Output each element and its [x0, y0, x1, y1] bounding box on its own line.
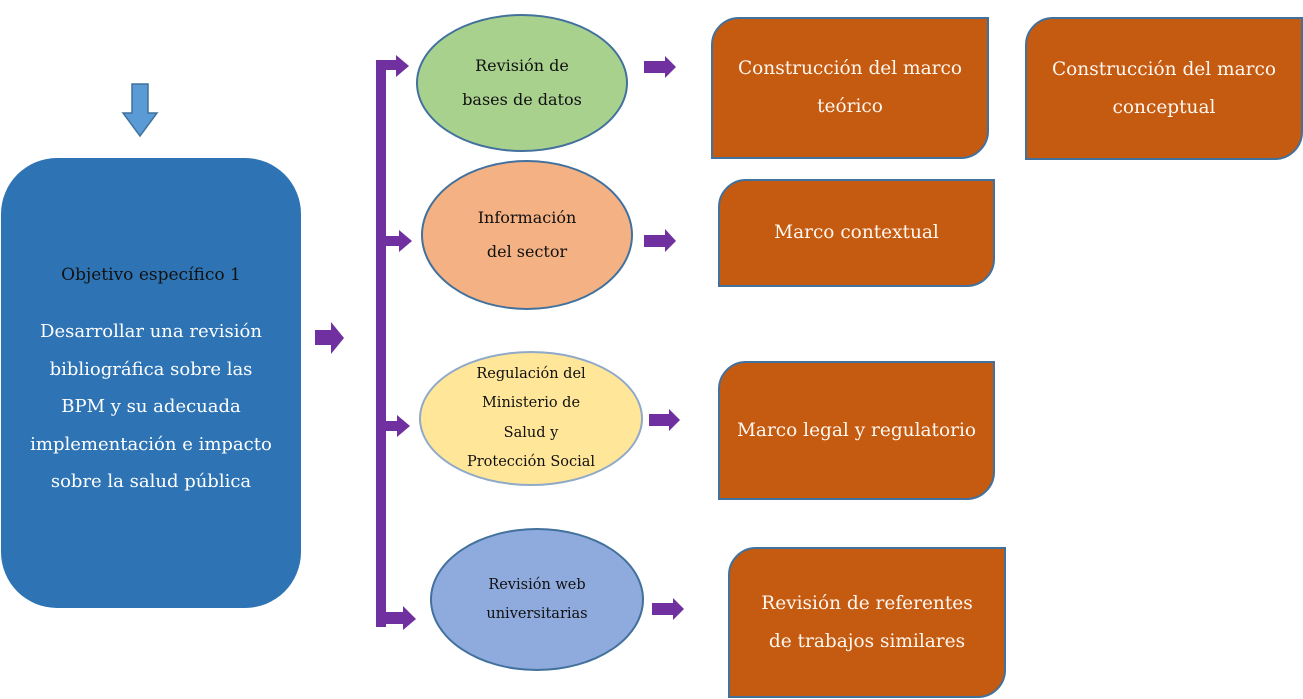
source-label-line: Revisión web — [488, 576, 586, 593]
outcome-label-line: Revisión de referentes — [761, 592, 973, 614]
outcome-contextual-framework: Marco contextual — [718, 179, 995, 287]
branch-arrow-1-icon — [376, 55, 409, 77]
outcome-label-line: de trabajos similares — [768, 630, 966, 652]
outcome-conceptual-framework: Construcción del marco conceptual — [1025, 17, 1303, 160]
outcome-label-line: conceptual — [1112, 96, 1216, 118]
branch-arrow-2-icon — [386, 230, 412, 252]
source-label-line: del sector — [486, 242, 568, 261]
objective-arrow-icon — [315, 322, 344, 354]
outcome-arrow-3-icon — [649, 409, 680, 431]
source-label-line: Protección Social — [466, 454, 596, 470]
source-label-line: Información — [477, 208, 577, 227]
source-sector-information: Información del sector — [421, 160, 633, 310]
outcome-legal-framework: Marco legal y regulatorio — [718, 361, 995, 500]
outcome-label-line: teórico — [817, 96, 883, 117]
outcome-label-line: Construcción del marco — [738, 58, 962, 79]
outcome-theoretical-framework: Construcción del marco teórico — [711, 17, 989, 159]
outcome-similar-works-review: Revisión de referentes de trabajos simil… — [728, 547, 1006, 698]
outcome-arrow-4-icon — [652, 598, 684, 620]
source-label-line: universitarias — [486, 605, 588, 622]
branch-arrow-4-icon — [376, 606, 416, 630]
branch-arrow-3-icon — [386, 415, 410, 437]
source-label-line: Revisión de — [475, 56, 569, 75]
source-label-line: Ministerio de — [481, 395, 581, 411]
source-databases-review: Revisión de bases de datos — [416, 14, 628, 152]
outcome-arrow-1-icon — [644, 56, 676, 78]
outcome-label-line: Construcción del marco — [1052, 58, 1276, 80]
down-arrow-icon — [121, 83, 159, 138]
bracket-spine — [376, 60, 386, 627]
source-label-line: bases de datos — [462, 90, 582, 109]
objective-title: Objetivo específico 1 — [61, 265, 241, 286]
objective-description: Desarrollar una revisión bibliográfica s… — [30, 321, 272, 493]
source-ministry-regulation: Regulación del Ministerio de Salud y Pro… — [419, 351, 643, 486]
source-label-line: Salud y — [503, 424, 559, 441]
objective-box: Objetivo específico 1 Desarrollar una re… — [1, 158, 301, 608]
outcome-label-line: Marco legal y regulatorio — [736, 419, 977, 441]
source-label-line: Regulación del — [476, 365, 586, 382]
source-university-web-review: Revisión web universitarias — [430, 528, 644, 671]
outcome-arrow-2-icon — [644, 229, 676, 252]
outcome-label-line: Marco contextual — [774, 222, 939, 243]
